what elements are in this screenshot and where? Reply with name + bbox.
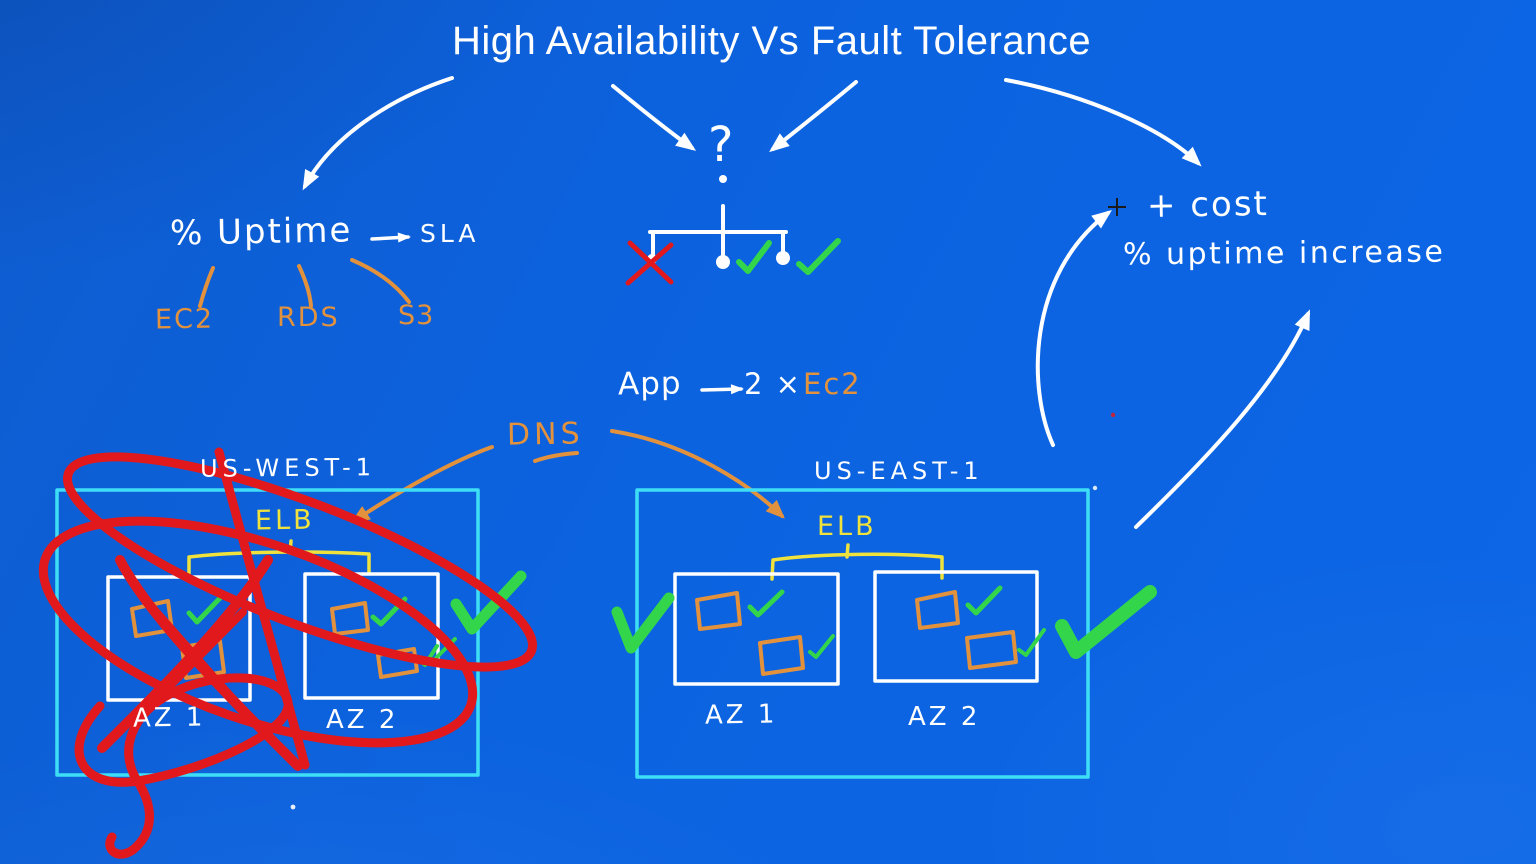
uptime-sla-arrow — [370, 232, 411, 243]
stray-white-dot — [1092, 485, 1098, 491]
dns-arrow-west — [350, 445, 494, 524]
question-mark-label: ? — [708, 117, 734, 173]
connector-rds — [297, 264, 313, 308]
service-label-rds: RDS — [277, 302, 340, 333]
dns-label: DNS — [506, 416, 584, 453]
instance-shape — [965, 630, 1018, 670]
az-east-1-label: AZ 1 — [704, 699, 778, 731]
az-box-east-2 — [873, 570, 1039, 683]
arrow-to-uptime-increase — [1134, 309, 1310, 529]
instance-shape — [758, 635, 805, 676]
service-label-ec2: EC2 — [154, 303, 215, 336]
check-icon — [1017, 628, 1046, 657]
plus-cost-label: + cost — [1146, 183, 1270, 227]
title-arrow-to-cost — [1004, 78, 1202, 167]
elb-west-bracket — [187, 550, 371, 576]
balance-diagram — [625, 175, 841, 286]
service-label-s3: S3 — [398, 300, 435, 331]
page-title: High Availability Vs Fault Tolerance — [452, 19, 1092, 63]
instance-shape — [695, 591, 742, 631]
big-check-icon-west — [450, 570, 527, 635]
balance-ball-right — [776, 251, 790, 265]
check-icon — [186, 594, 224, 625]
check-icon — [965, 585, 1003, 616]
check-icon-balance-center — [736, 240, 772, 274]
uptime-sketch — [198, 232, 411, 308]
dns-arrow-east — [610, 429, 785, 519]
az-west-1-label: AZ 1 — [132, 702, 206, 734]
app-ec2-label: Ec2 — [803, 367, 862, 401]
stray-red-dot — [1110, 412, 1116, 418]
big-check-icon-east-right — [1055, 585, 1157, 659]
az-west-2-label: AZ 2 — [326, 705, 399, 735]
instance-shape — [915, 590, 960, 630]
big-check-icon-east-left — [611, 592, 675, 654]
connector-s3 — [350, 258, 411, 304]
balance-ball-center — [716, 255, 730, 269]
dns-underline — [533, 451, 579, 463]
title-arrow-to-question-right — [769, 80, 858, 153]
az-east-2-label: AZ 2 — [908, 702, 981, 732]
instance-shape — [376, 647, 419, 679]
app-arrow — [700, 384, 744, 395]
percent-uptime-label: % Uptime — [169, 210, 353, 254]
sla-label: SLA — [420, 219, 480, 248]
check-icon — [747, 589, 785, 618]
app-count-label: 2 × — [744, 367, 802, 401]
region-east-label: US-EAST-1 — [814, 457, 984, 485]
elb-east-label: ELB — [817, 511, 877, 542]
dns-sketch — [350, 429, 785, 524]
curve-arrow-to-cost — [1035, 209, 1112, 447]
elb-west-label: ELB — [254, 504, 315, 537]
question-dot — [719, 175, 727, 183]
uptime-increase-label: % uptime increase — [1122, 234, 1446, 273]
instance-shape — [330, 601, 370, 636]
red-x-icon — [625, 240, 674, 286]
elb-east-bracket — [770, 552, 944, 581]
region-west-label: US-WEST-1 — [199, 453, 377, 483]
title-arrow-to-question-left — [611, 84, 697, 151]
check-icon — [808, 634, 835, 659]
app-label: App — [617, 365, 682, 403]
cursor-crosshair-icon — [1108, 198, 1126, 216]
red-scribble-west — [38, 447, 538, 859]
title-arrow-to-uptime — [302, 76, 454, 191]
cost-sketch — [1035, 198, 1310, 529]
region-east-sketch — [611, 485, 1157, 779]
check-icon — [370, 596, 408, 627]
connector-ec2 — [198, 266, 215, 308]
az-box-east-1 — [673, 572, 840, 686]
stray-white-dot — [290, 804, 296, 810]
title-arrows — [302, 76, 1202, 191]
check-icon-balance-right — [796, 238, 841, 275]
